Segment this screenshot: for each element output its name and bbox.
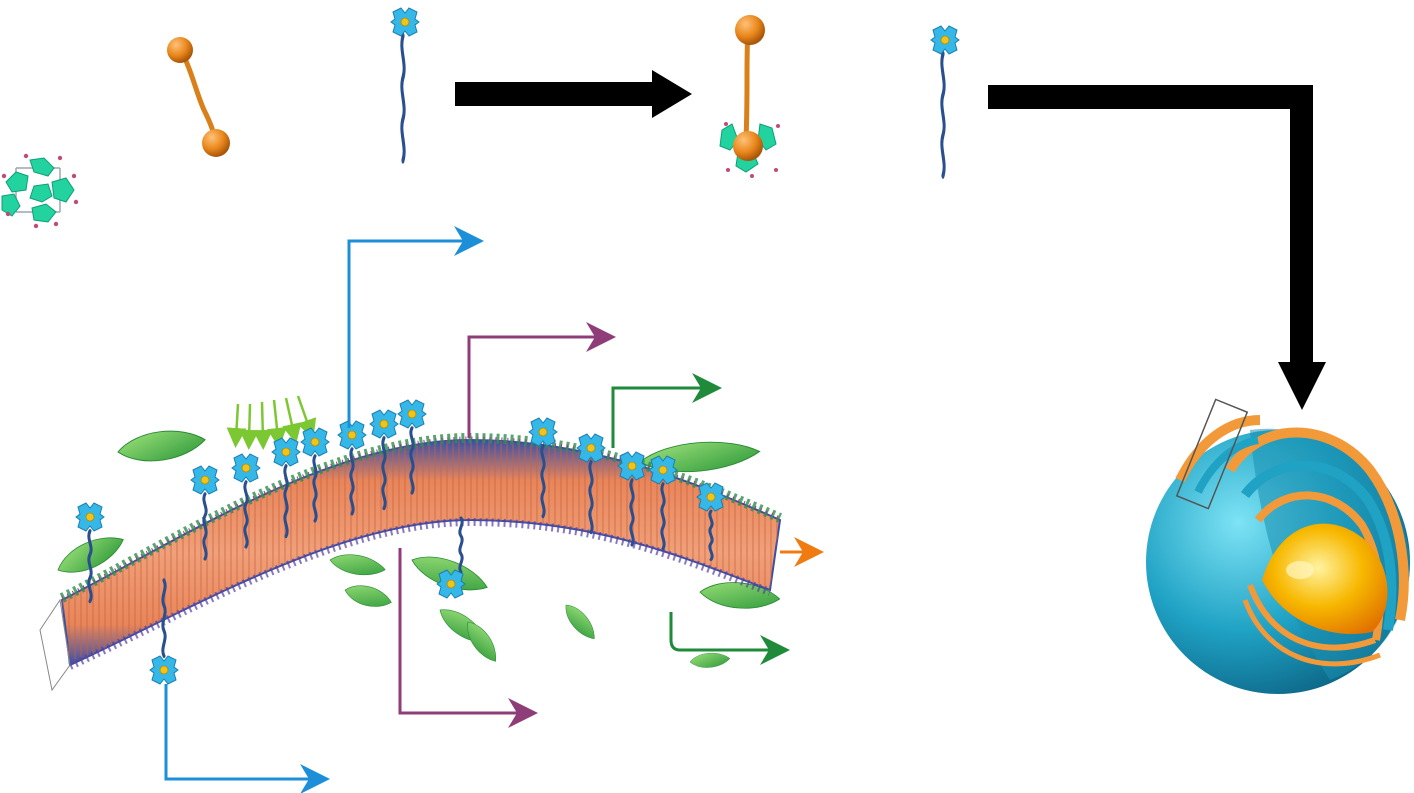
arrow-purple-bottom — [398, 548, 538, 728]
arrow-purple-top — [467, 322, 616, 438]
flow-arrow-elbow — [988, 85, 1326, 410]
arrow-green-top — [611, 373, 722, 448]
arrow-blue-bottom — [164, 684, 330, 793]
multilayer-sphere-icon — [1146, 398, 1410, 694]
arrow-green-bottom — [669, 612, 790, 665]
host-guest-complex-icon — [719, 15, 780, 178]
dumbbell-molecule-icon — [167, 37, 230, 157]
porphyrin-tail-icon — [390, 7, 420, 160]
macrocycle-icon — [1, 153, 79, 229]
arrow-blue-top — [347, 226, 484, 428]
flow-arrow-right — [455, 70, 692, 118]
porphyrin-tail-icon — [930, 25, 960, 176]
incoming-arrows — [226, 395, 317, 450]
